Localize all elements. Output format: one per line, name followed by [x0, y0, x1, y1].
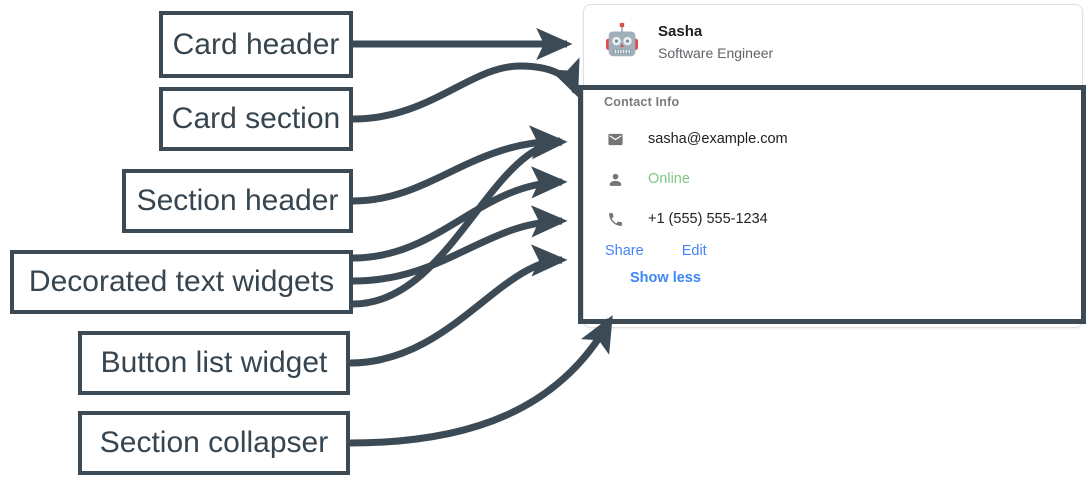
annotation-button-list-widget: Button list widget: [78, 331, 350, 395]
arrow-decorated-text-3: [352, 127, 568, 308]
section-header: Contact Info: [604, 95, 680, 109]
phone-icon: [604, 211, 626, 228]
section-collapser[interactable]: Show less: [604, 269, 1062, 287]
annotation-card-header: Card header: [159, 11, 353, 78]
phone-value: +1 (555) 555-1234: [648, 211, 768, 227]
arrow-card-section: [352, 57, 580, 123]
arrow-section-collapser: [349, 315, 614, 447]
email-value: sasha@example.com: [648, 131, 788, 147]
edit-button[interactable]: Edit: [681, 243, 707, 259]
annotation-card-section-label: Card section: [171, 102, 341, 135]
decorated-text-widget-email: sasha@example.com: [604, 123, 1062, 155]
card: Sasha Software Engineer Contact Info sas…: [583, 4, 1083, 328]
card-title: Sasha: [658, 23, 703, 41]
annotation-card-header-label: Card header: [172, 27, 340, 61]
annotation-decorated-text-widgets: Decorated text widgets: [10, 250, 353, 314]
card-header: Sasha Software Engineer: [584, 5, 1082, 81]
arrow-decorated-text-1: [352, 166, 568, 262]
robot-avatar-icon: [605, 22, 639, 57]
decorated-text-widget-status: Online: [604, 163, 1062, 195]
annotation-card-section: Card section: [159, 87, 353, 151]
status-value: Online: [648, 171, 690, 187]
arrow-section-header: [352, 125, 566, 205]
annotation-section-collapser: Section collapser: [78, 411, 350, 475]
annotation-decorated-text-widgets-label: Decorated text widgets: [28, 265, 335, 298]
card-subtitle: Software Engineer: [658, 44, 774, 61]
share-button[interactable]: Share: [605, 243, 644, 259]
arrow-button-list: [349, 244, 568, 367]
annotation-section-header: Section header: [122, 169, 353, 233]
annotation-section-header-label: Section header: [136, 184, 339, 217]
card-header-text: Sasha Software Engineer: [658, 23, 773, 60]
card-section: Contact Info sasha@example.com Online: [584, 81, 1082, 297]
email-icon: [604, 131, 626, 148]
collapser-label[interactable]: Show less: [630, 270, 701, 286]
button-list-widget: Share Edit: [604, 243, 1062, 259]
arrow-decorated-text-2: [352, 205, 568, 285]
decorated-text-widget-phone: +1 (555) 555-1234: [604, 203, 1062, 235]
annotation-section-collapser-label: Section collapser: [99, 426, 329, 459]
annotation-button-list-widget-label: Button list widget: [100, 346, 328, 379]
person-icon: [604, 171, 626, 188]
